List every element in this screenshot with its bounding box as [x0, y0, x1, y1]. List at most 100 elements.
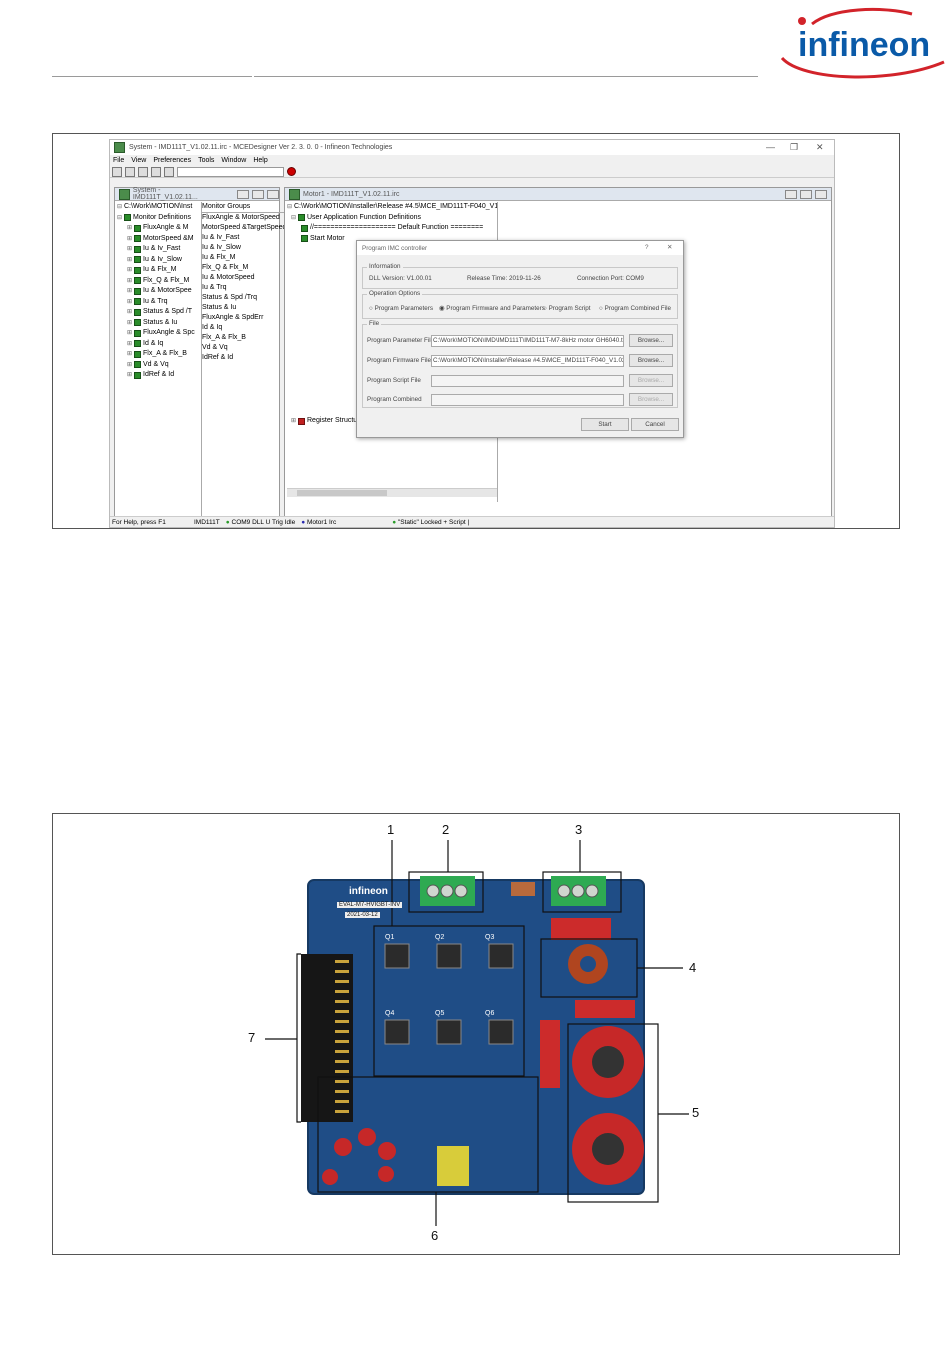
status-bar: For Help, press F1 IMD111T ● COM9 DLL U …: [110, 516, 834, 527]
new-icon[interactable]: [112, 166, 122, 177]
dialog-close-icon[interactable]: ✕: [667, 244, 673, 251]
radio-program-firmware-parameters[interactable]: ◉ Program Firmware and Parameters: [439, 305, 545, 312]
group-item[interactable]: MotorSpeed &TargetSpeed: [202, 224, 286, 231]
maximize-icon[interactable]: ❐: [790, 142, 799, 152]
monitor-groups-header: Monitor Groups: [202, 202, 286, 213]
toolbar-input[interactable]: [177, 166, 284, 177]
browse-firmware-button[interactable]: Browse...: [629, 354, 673, 367]
status-static: ● "Static" Locked + Script |: [392, 518, 470, 526]
group-item[interactable]: FluxAngle & MotorSpeed: [202, 214, 280, 221]
tree-user-functions[interactable]: ⊟User Application Function Definitions: [291, 213, 422, 222]
combined-file-field[interactable]: [431, 394, 624, 406]
group-item[interactable]: Iu & Trq: [202, 284, 227, 291]
group-item[interactable]: Flx_A & Flx_B: [202, 334, 246, 341]
group-item[interactable]: Flx_Q & Flx_M: [202, 264, 249, 271]
file-group: File Program Parameter File C:\Work\MOTI…: [362, 320, 678, 408]
tree-item[interactable]: ⊞FluxAngle & M: [127, 224, 189, 232]
label-q1: Q1: [385, 934, 395, 941]
radio-program-parameters[interactable]: ○ Program Parameters: [369, 305, 434, 312]
window-titlebar: System - IMD111T_V1.02.11.irc - MCEDesig…: [110, 140, 834, 155]
tree-item[interactable]: ⊞MotorSpeed &M: [127, 234, 194, 243]
board-brand: infineon: [349, 886, 388, 897]
firmware-file-field[interactable]: C:\Work\MOTION\Installer\Release #4.5\MC…: [431, 355, 624, 367]
figure-mcedesigner: System - IMD111T_V1.02.11.irc - MCEDesig…: [52, 133, 900, 529]
menu-help[interactable]: Help: [253, 157, 268, 164]
system-pane: System - IMD111T_V1.02.11... ⊟C:\Work\MO…: [114, 187, 286, 517]
motor-pane-title: Motor1 - IMD111T_V1.02.11.irc: [303, 190, 400, 198]
cancel-button[interactable]: Cancel: [631, 418, 679, 431]
horizontal-scrollbar[interactable]: [287, 488, 497, 497]
close-icon[interactable]: ✕: [816, 142, 824, 152]
minimize-icon[interactable]: —: [766, 142, 775, 152]
tree-item[interactable]: ⊞Iu & Flx_M: [127, 266, 177, 274]
menu-tools[interactable]: Tools: [198, 157, 215, 164]
motor-pane-titlebar: Motor1 - IMD111T_V1.02.11.irc: [285, 188, 831, 201]
script-file-field[interactable]: [431, 375, 624, 387]
group-item[interactable]: IdRef & Id: [202, 354, 234, 361]
browse-combined-button[interactable]: Browse...: [629, 393, 673, 406]
pane-restore-icon[interactable]: [252, 189, 265, 199]
tree-item[interactable]: ⊞Status & Spd /T: [127, 308, 193, 316]
tree-start-motor[interactable]: Start Motor: [287, 234, 497, 245]
group-item[interactable]: Iu & Flx_M: [202, 254, 236, 261]
menu-file[interactable]: File: [113, 157, 125, 164]
group-item[interactable]: FluxAngle & SpdErr: [202, 314, 264, 321]
start-button[interactable]: Start: [581, 418, 629, 431]
monitor-groups-list: Monitor Groups FluxAngle & MotorSpeed Mo…: [201, 202, 286, 516]
menu-window[interactable]: Window: [221, 157, 247, 164]
operation-options-label: Operation Options: [367, 290, 423, 297]
group-item[interactable]: Iu & MotorSpeed: [202, 274, 255, 281]
tree-item[interactable]: ⊞Iu & Iv_Slow: [127, 255, 182, 264]
firmware-file-label: Program Firmware File: [367, 357, 432, 364]
browse-script-button[interactable]: Browse...: [629, 374, 673, 387]
connect-icon[interactable]: [151, 166, 161, 177]
group-item[interactable]: Iu & Iv_Fast: [202, 234, 240, 241]
tree-item[interactable]: ⊞Id & Iq: [127, 339, 164, 348]
pane-minimize-icon[interactable]: [785, 189, 797, 199]
header-divider-right: [254, 76, 758, 77]
group-item[interactable]: Status & Iu: [202, 304, 237, 311]
tree-default-function[interactable]: //==================== Default Function …: [287, 223, 497, 234]
radio-program-combined[interactable]: ○ Program Combined File: [599, 305, 672, 312]
disconnect-icon[interactable]: [164, 166, 174, 177]
tree-item[interactable]: ⊞Flx_A & Flx_B: [127, 350, 187, 358]
status-motor: ● Motor1 Irc: [301, 518, 337, 526]
callout-4: 4: [689, 960, 697, 975]
browse-parameter-button[interactable]: Browse...: [629, 334, 673, 347]
stop-icon[interactable]: [287, 167, 296, 176]
group-item[interactable]: Iu & Iv_Slow: [202, 244, 241, 251]
scrollbar-thumb[interactable]: [297, 490, 387, 496]
tree-register-structure[interactable]: ⊞Register Structure Definitions: [291, 417, 399, 425]
group-item[interactable]: Status & Spd /Trq: [202, 294, 257, 301]
pane-close-icon[interactable]: [815, 189, 827, 199]
callout-3: 3: [575, 822, 583, 837]
tree-item[interactable]: ⊞Status & Iu: [127, 318, 178, 327]
window-title: System - IMD111T_V1.02.11.irc - MCEDesig…: [129, 144, 393, 151]
system-pane-title: System - IMD111T_V1.02.11...: [132, 187, 198, 201]
callout-6: 6: [431, 1228, 439, 1243]
figure-eval-board: 1 2 3 4 5 6 7 infineon EVAL-M7-HVIGBT-IN…: [52, 813, 900, 1255]
pane-restore-icon[interactable]: [800, 189, 812, 199]
tree-item[interactable]: ⊞Iu & Iv_Fast: [127, 245, 181, 253]
tree-root[interactable]: ⊟C:\Work\MOTION\Inst: [117, 203, 193, 210]
tree-item[interactable]: ⊞FluxAngle & Spc: [127, 329, 195, 337]
open-icon[interactable]: [125, 166, 135, 177]
save-icon[interactable]: [138, 166, 148, 177]
radio-program-script[interactable]: ○ Program Script: [543, 305, 591, 312]
pane-minimize-icon[interactable]: [237, 189, 250, 199]
motor-tree-root[interactable]: ⊟C:\Work\MOTION\Installer\Release #4.5\M…: [287, 203, 498, 210]
parameter-file-field[interactable]: C:\Work\MOTION\IMD\IMD111T\IMD111T-M7-8k…: [431, 335, 624, 347]
tree-item[interactable]: ⊞IdRef & Id: [127, 371, 175, 379]
menu-preferences[interactable]: Preferences: [153, 157, 192, 164]
help-icon[interactable]: ?: [645, 244, 649, 251]
tree-item[interactable]: ⊞Iu & Trq: [127, 297, 168, 306]
tree-item[interactable]: ⊞Flx_Q & Flx_M: [127, 276, 190, 285]
group-item[interactable]: Vd & Vq: [202, 344, 228, 351]
menu-view[interactable]: View: [131, 157, 147, 164]
status-help: For Help, press F1: [112, 518, 166, 526]
tree-monitor-definitions[interactable]: ⊟Monitor Definitions: [117, 213, 191, 222]
pane-close-icon[interactable]: [267, 189, 280, 199]
group-item[interactable]: Id & Iq: [202, 324, 223, 331]
tree-item[interactable]: ⊞Iu & MotorSpee: [127, 287, 192, 295]
tree-item[interactable]: ⊞Vd & Vq: [127, 360, 169, 369]
